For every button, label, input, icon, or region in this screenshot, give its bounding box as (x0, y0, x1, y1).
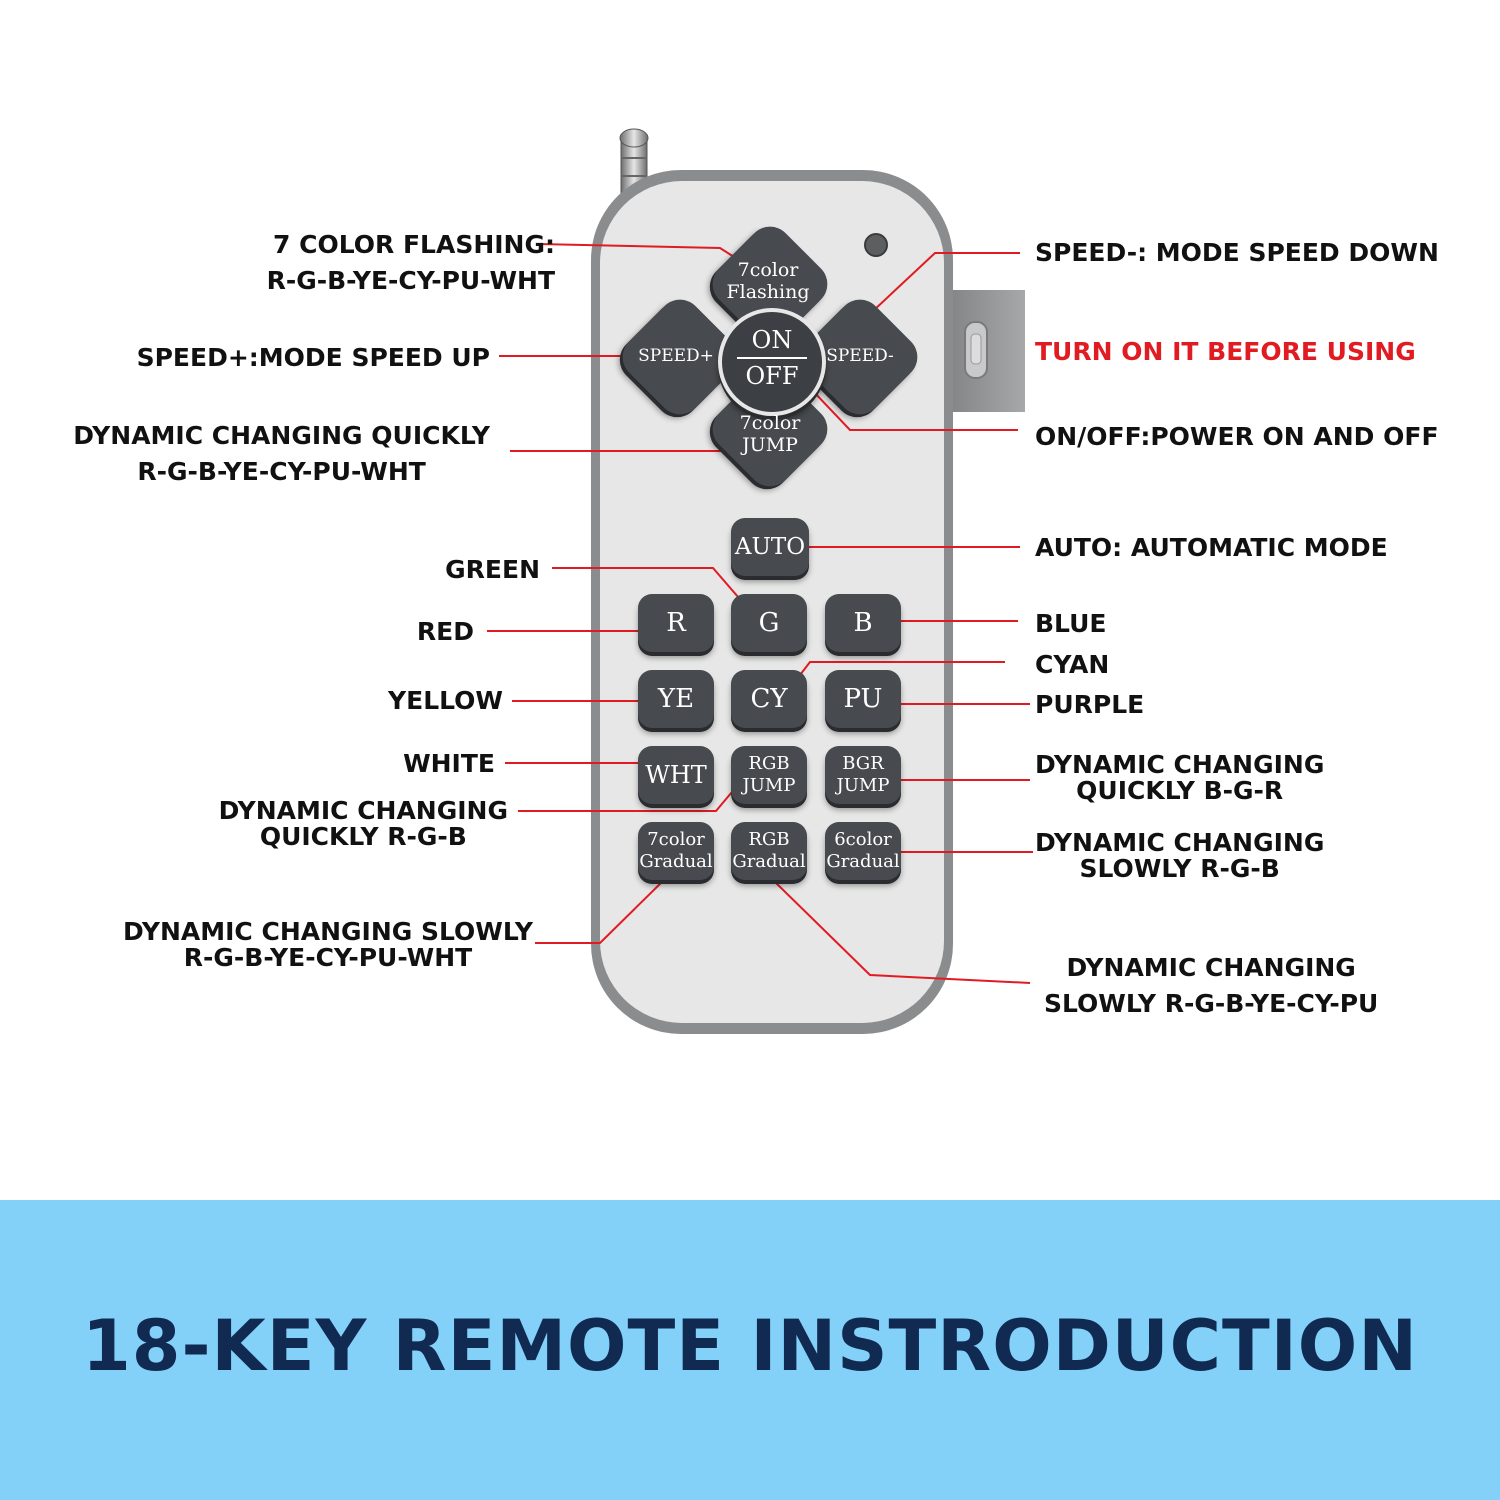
yellow-key[interactable]: YE (638, 670, 714, 728)
on-off-key[interactable] (718, 308, 826, 416)
callout-green: GREEN (445, 555, 540, 584)
speed-up-key-label: SPEED+ (638, 346, 714, 366)
on-off-key-label: ON OFF (722, 318, 822, 398)
page-title: 18-KEY REMOTE INSTRODUCTION (82, 1305, 1418, 1387)
callout-switch-warning: TURN ON IT BEFORE USING (1035, 337, 1416, 366)
auto-key[interactable]: AUTO (731, 518, 809, 576)
callout-speed-up: SPEED+:MODE SPEED UP (136, 343, 490, 372)
callout-seven-color-flashing: 7 COLOR FLASHING:R-G-B-YE-CY-PU-WHT (266, 230, 555, 295)
callout-cyan: CYAN (1035, 650, 1110, 679)
callout-yellow: YELLOW (388, 686, 503, 715)
callout-auto: AUTO: AUTOMATIC MODE (1035, 533, 1388, 562)
title-banner: 18-KEY REMOTE INSTRODUCTION (0, 1200, 1500, 1500)
indicator-led-icon (864, 233, 888, 257)
callout-blue: BLUE (1035, 609, 1107, 638)
cyan-key[interactable]: CY (731, 670, 807, 728)
callout-speed-down: SPEED-: MODE SPEED DOWN (1035, 238, 1439, 267)
callout-red: RED (416, 617, 474, 646)
power-switch[interactable] (940, 290, 1025, 412)
white-key[interactable]: WHT (638, 746, 714, 804)
blue-key[interactable]: B (825, 594, 901, 652)
callout-on-off: ON/OFF:POWER ON AND OFF (1035, 422, 1439, 451)
red-key[interactable]: R (638, 594, 714, 652)
callout-purple: PURPLE (1035, 690, 1145, 719)
purple-key[interactable]: PU (825, 670, 901, 728)
speed-down-key-label: SPEED- (826, 346, 894, 366)
callout-white: WHITE (403, 749, 495, 778)
green-key[interactable]: G (731, 594, 807, 652)
